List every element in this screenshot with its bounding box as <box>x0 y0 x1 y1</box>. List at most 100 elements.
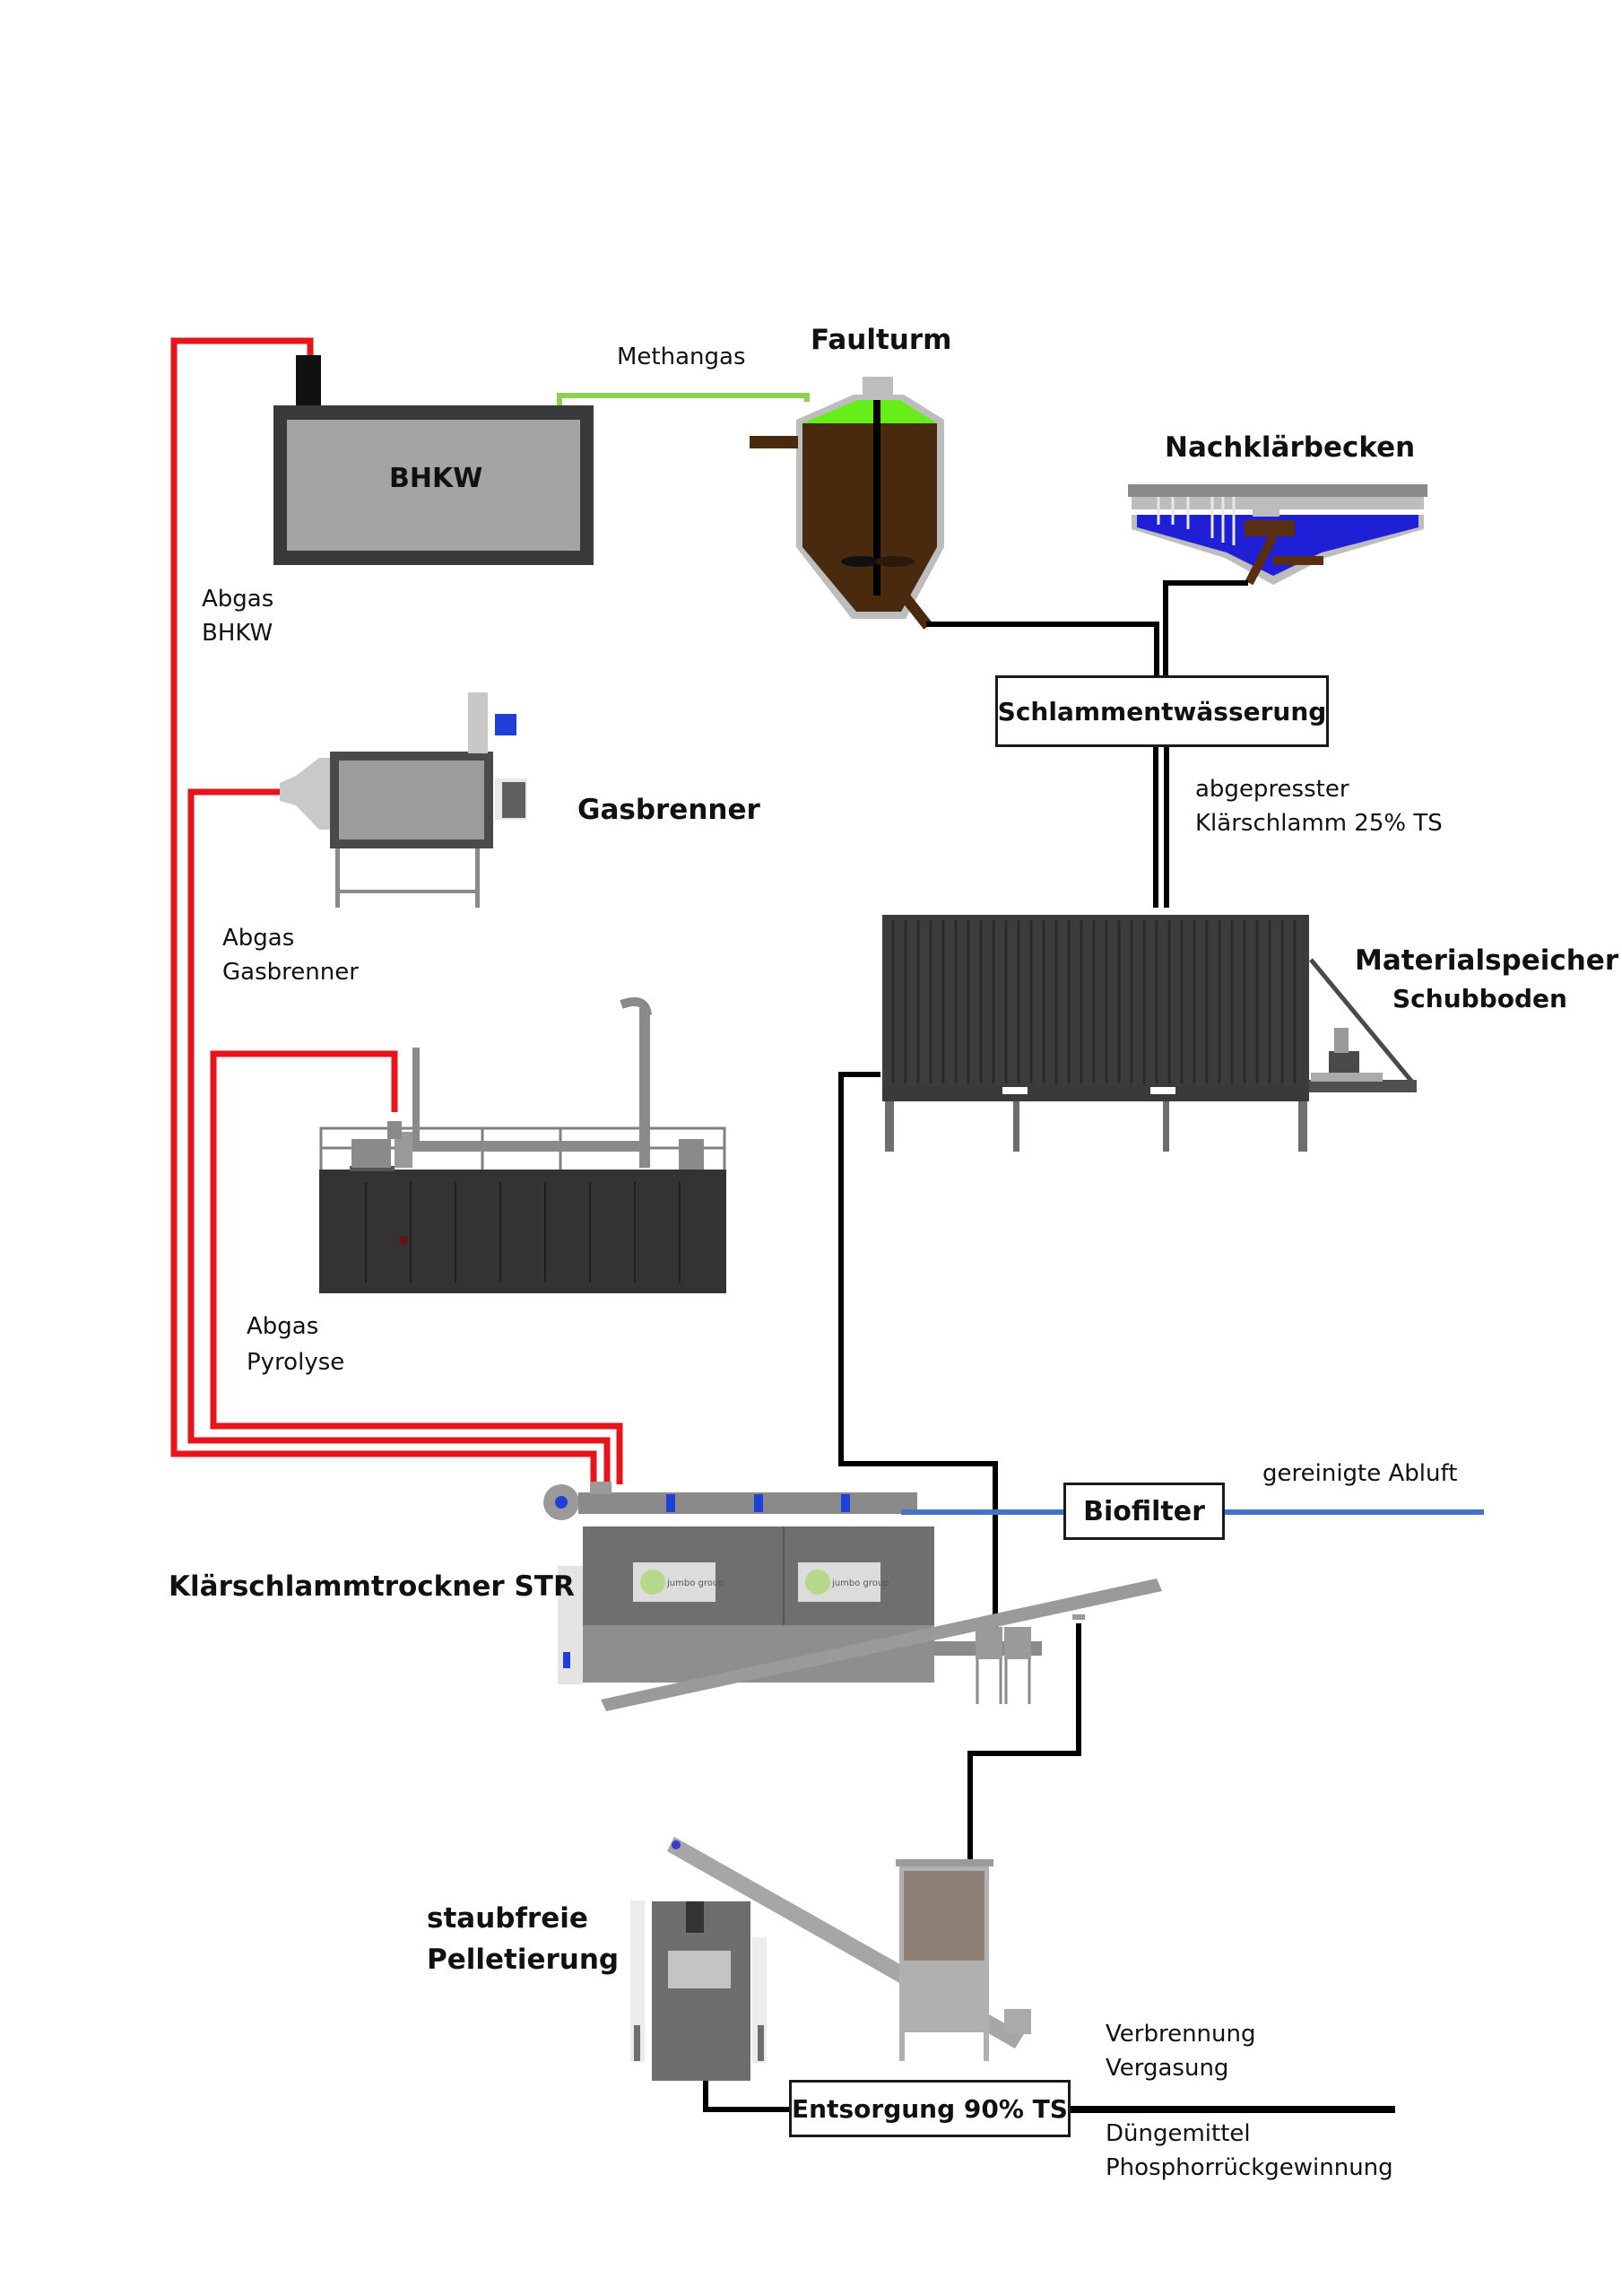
materialspeicher-title: Materialspeicher <box>1355 944 1619 977</box>
pellet-feed-chute <box>686 1901 704 1933</box>
pyrolysis-tank <box>679 1139 704 1170</box>
buffer-bin-leg <box>984 2032 989 2061</box>
verwertung-label-4: Phosphorrückgewinnung <box>1106 2154 1393 2181</box>
digester-outlet <box>897 588 932 630</box>
faulturm-title: Faulturm <box>811 324 952 356</box>
digester-sludge <box>802 423 937 612</box>
pyrolysis-pipe-small <box>412 1048 420 1141</box>
burner-control-front <box>502 782 525 818</box>
exhaust-lines <box>170 337 623 1484</box>
abgas-pyrolyse-label-2: Pyrolyse <box>247 1349 345 1376</box>
pellet-frame-left <box>630 1900 645 2062</box>
container-fork-pocket <box>1002 1087 1028 1094</box>
materialspeicher-unit <box>882 915 1417 1152</box>
pyrolysis-deck <box>350 1166 395 1171</box>
bhkw-chimney <box>296 355 321 407</box>
burner-nozzle <box>280 758 332 830</box>
container-body <box>882 915 1309 1099</box>
sludge-lines <box>703 580 1395 2113</box>
exhaust-line-pyrolyse <box>210 1050 623 1484</box>
clarifier-sludge-hopper <box>1245 520 1295 536</box>
schubboden-title: Schubboden <box>1392 984 1567 1013</box>
entsorgung-box: Entsorgung 90% TS <box>789 2080 1071 2137</box>
nachklaerbecken-unit <box>1128 484 1427 586</box>
clarifier-rods <box>1157 497 1236 545</box>
abgas-bhkw-label-1: Abgas <box>202 586 274 613</box>
verwertung-label-3: Düngemittel <box>1106 2120 1251 2147</box>
dryer-screw-outlet <box>1072 1614 1085 1620</box>
faulturm-unit <box>750 377 944 630</box>
buffer-bin-lid <box>896 1859 993 1866</box>
pyrolysis-indicator <box>399 1236 408 1245</box>
pushfloor-frame <box>1309 1080 1417 1092</box>
pyrolysis-horizontal-pipe <box>412 1141 646 1152</box>
dryer-valve-stand <box>976 1659 1031 1704</box>
pyrolysis-inlet <box>387 1121 402 1139</box>
pyrolysis-container-lower <box>319 1225 726 1293</box>
sludge-line-digester <box>926 622 1159 677</box>
agitator-blade <box>875 556 915 567</box>
pyrolysis-motor <box>351 1139 391 1168</box>
dryer-fan-motor <box>555 1496 568 1509</box>
agitator-blade <box>841 556 880 567</box>
methangas-label: Methangas <box>617 344 746 370</box>
clarifier-water <box>1137 515 1418 576</box>
container-legs <box>885 1101 1307 1152</box>
abgas-gasbrenner-label-1: Abgas <box>222 925 295 952</box>
clarifier-outlet <box>1245 534 1278 586</box>
container-base <box>882 1085 1309 1101</box>
buffer-bin-leg <box>899 2032 905 2061</box>
verwertung-label-1: Verbrennung <box>1106 2021 1256 2048</box>
abgas-gasbrenner-label-2: Gasbrenner <box>222 959 359 986</box>
dryer-rotary-valve <box>1004 1627 1031 1659</box>
sludge-line-dryer-to-pellet <box>967 1623 1081 1861</box>
gasbrenner-unit <box>280 692 527 908</box>
burner-panel <box>339 761 484 839</box>
exhaust-line-gasbrenner <box>187 788 611 1484</box>
pyrolysis-stack-bend <box>620 997 652 1016</box>
pellet-legs <box>634 2025 764 2061</box>
pyrolysis-stack <box>639 1008 650 1168</box>
verwertung-label-2: Vergasung <box>1106 2055 1229 2082</box>
dryer-air-inlet <box>590 1482 612 1494</box>
abgas-bhkw-label-2: BHKW <box>202 620 273 647</box>
clarifier-bridge <box>1128 484 1427 497</box>
abgepresst-label-1: abgepresster <box>1195 776 1349 803</box>
dryer-logo-circle <box>805 1570 830 1595</box>
bhkw-panel <box>287 420 580 551</box>
hydraulic-cylinder <box>1311 1073 1383 1082</box>
trockner-unit: jumbo group jumbo group <box>543 1482 1162 1711</box>
pelletierung-title-1: staubfreie <box>427 1902 588 1935</box>
trockner-title: Klärschlammtrockner STR <box>169 1570 575 1603</box>
buffer-bin-content <box>904 1871 984 1961</box>
bhkw-title: BHKW <box>389 463 483 494</box>
digester-gas-zone <box>802 400 937 423</box>
clarifier-center <box>1253 497 1279 517</box>
exhaust-line-bhkw <box>170 337 597 1484</box>
dryer-logo-circle <box>640 1570 665 1595</box>
dryer-logo-text: jumbo group <box>666 1578 724 1588</box>
abgas-pyrolyse-label-1: Abgas <box>247 1313 319 1340</box>
dryer-air-duct <box>578 1492 917 1514</box>
pelletierung-title-2: Pelletierung <box>427 1944 620 1976</box>
abgepresst-label-2: Klärschlamm 25% TS <box>1195 810 1443 837</box>
container-ribs <box>891 920 1297 1083</box>
burner-motor <box>495 714 516 735</box>
burner-stand <box>335 848 480 908</box>
dryer-rotary-valve <box>976 1627 1002 1659</box>
pellet-screw-motor <box>672 1840 681 1849</box>
methane-line <box>557 393 810 405</box>
sludge-line-clarifier <box>1163 580 1248 677</box>
sludge-line-storage-to-dryer <box>838 1072 998 1657</box>
schlammentwaesserung-box: Schlammentwässerung <box>995 675 1329 747</box>
dryer-fan-motors <box>666 1494 850 1512</box>
pyrolysis-panels <box>365 1182 681 1283</box>
pyrolysis-blower <box>395 1132 412 1168</box>
buffer-bin-drive <box>1004 2009 1031 2034</box>
pyrolyse-unit <box>319 997 726 1293</box>
gereinigte-abluft-label: gereinigte Abluft <box>1262 1460 1458 1487</box>
digester-agitator-shaft <box>873 400 880 596</box>
nachklaerbecken-title: Nachklärbecken <box>1165 431 1416 464</box>
pelletierung-unit <box>630 1837 1031 2081</box>
